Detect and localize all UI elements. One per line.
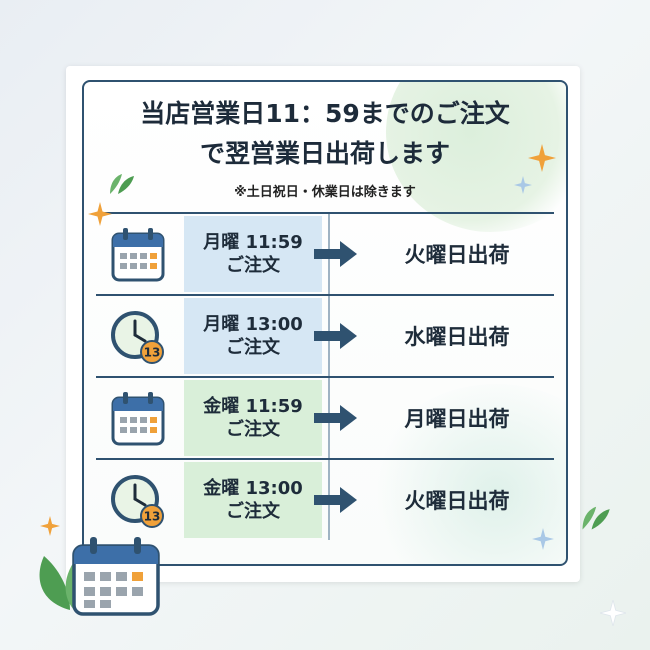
calendar-icon — [72, 537, 160, 616]
ship-day: 火曜日出荷 — [404, 489, 510, 513]
sparkle-icon — [40, 516, 60, 536]
order-text: ご注文 — [226, 337, 280, 358]
order-text: ご注文 — [226, 419, 280, 440]
order-time-label: 月曜 11:59 ご注文 — [184, 216, 322, 292]
order-day-time: 金曜 13:00 — [203, 478, 303, 499]
schedule-row-4: 13 金曜 13:00 ご注文 火曜日出荷 — [96, 460, 554, 540]
sparkle-icon — [532, 528, 554, 550]
order-text: ご注文 — [226, 255, 280, 276]
badge-number: 13 — [144, 510, 161, 524]
row-divider — [96, 294, 554, 296]
calendar-icon — [111, 228, 165, 282]
arrow-right-icon — [314, 405, 357, 431]
order-day-time: 月曜 11:59 — [203, 232, 303, 253]
clock-icon: 13 — [111, 311, 164, 364]
title-line-2: で翌営業日出荷します — [199, 139, 450, 168]
row-divider — [96, 458, 554, 460]
holiday-note: ※土日祝日・休業日は除きます — [234, 185, 416, 200]
sparkle-icon — [514, 176, 532, 194]
schedule-row-1: 月曜 11:59 ご注文 火曜日出荷 — [96, 214, 554, 294]
row-divider — [96, 376, 554, 378]
badge-number: 13 — [144, 346, 161, 360]
ship-day: 水曜日出荷 — [404, 325, 510, 349]
row-divider — [96, 212, 554, 214]
leaf-icon — [582, 506, 610, 530]
order-time-label: 金曜 11:59 ご注文 — [184, 380, 322, 456]
clock-icon: 13 — [111, 475, 164, 528]
ship-day: 月曜日出荷 — [404, 407, 510, 431]
arrow-right-icon — [314, 241, 357, 267]
sparkle-icon — [528, 144, 556, 172]
calendar-icon — [111, 392, 165, 446]
sparkle-icon — [600, 600, 626, 626]
order-day-time: 金曜 11:59 — [203, 396, 303, 417]
ship-day: 火曜日出荷 — [404, 243, 510, 267]
order-text: ご注文 — [226, 501, 280, 522]
arrow-right-icon — [314, 487, 357, 513]
content-frame — [82, 80, 568, 566]
schedule-row-2: 13 月曜 13:00 ご注文 水曜日出荷 — [96, 296, 554, 376]
order-time-label: 金曜 13:00 ご注文 — [184, 462, 322, 538]
sparkle-icon — [88, 202, 112, 226]
page-title: 当店営業日11：59までのご注文 で翌営業日出荷します — [82, 94, 568, 174]
arrow-right-icon — [314, 323, 357, 349]
schedule-row-3: 金曜 11:59 ご注文 月曜日出荷 — [96, 378, 554, 458]
leaf-icon — [110, 174, 134, 194]
order-day-time: 月曜 13:00 — [203, 314, 303, 335]
title-line-1: 当店営業日11：59までのご注文 — [140, 99, 510, 128]
order-time-label: 月曜 13:00 ご注文 — [184, 298, 322, 374]
